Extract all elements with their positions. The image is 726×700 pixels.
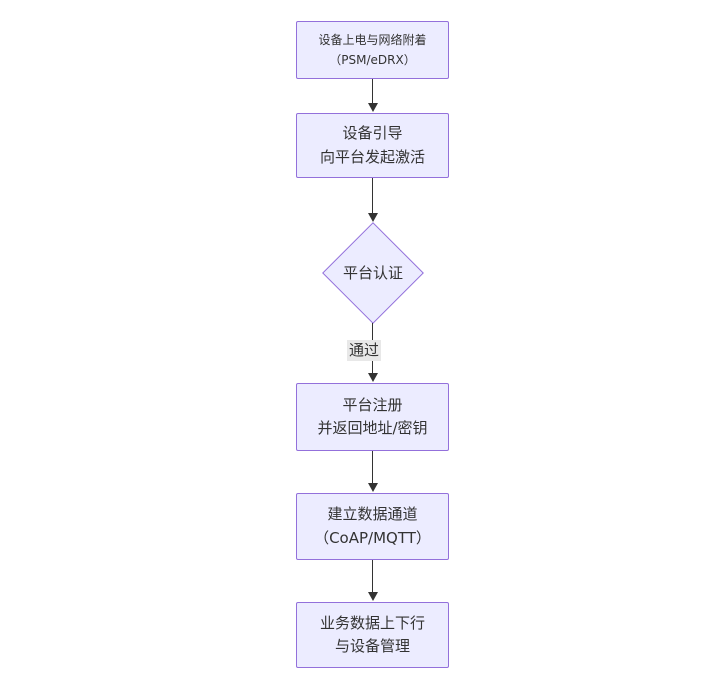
node-device-bootstrap-line1: 设备引导	[342, 124, 403, 143]
node-business-data-line1: 业务数据上下行	[319, 613, 425, 632]
arrowhead-icon	[368, 592, 378, 601]
node-power-attach: 设备上电与网络附着 （PSM/eDRX）	[296, 21, 449, 79]
arrowhead-icon	[368, 483, 378, 492]
node-platform-register: 平台注册 并返回地址/密钥	[296, 383, 449, 451]
edge-line-boot-to-auth	[372, 178, 373, 213]
node-platform-register-line1: 平台注册	[342, 395, 403, 414]
arrowhead-icon	[368, 213, 378, 222]
node-data-channel: 建立数据通道 （CoAP/MQTT）	[296, 493, 449, 560]
node-power-attach-line2: （PSM/eDRX）	[329, 53, 416, 67]
node-data-channel-line2: （CoAP/MQTT）	[314, 528, 431, 547]
arrowhead-icon	[368, 103, 378, 112]
node-platform-register-line2: 并返回地址/密钥	[317, 419, 428, 437]
edge-line-register-to-channel	[372, 451, 373, 483]
edge-label-pass: 通过	[346, 340, 382, 361]
node-power-attach-line1: 设备上电与网络附着	[318, 32, 427, 47]
node-data-channel-line1: 建立数据通道	[327, 505, 418, 524]
node-business-data: 业务数据上下行 与设备管理	[296, 602, 449, 668]
node-device-bootstrap-line2: 向平台发起激活	[319, 147, 425, 166]
edge-line-power-to-boot	[372, 79, 373, 103]
node-device-bootstrap: 设备引导 向平台发起激活	[296, 113, 449, 178]
edge-line-channel-to-business	[372, 560, 373, 592]
node-business-data-line2: 与设备管理	[334, 637, 410, 655]
node-platform-auth-label: 平台认证	[342, 264, 403, 282]
arrowhead-icon	[368, 373, 378, 382]
